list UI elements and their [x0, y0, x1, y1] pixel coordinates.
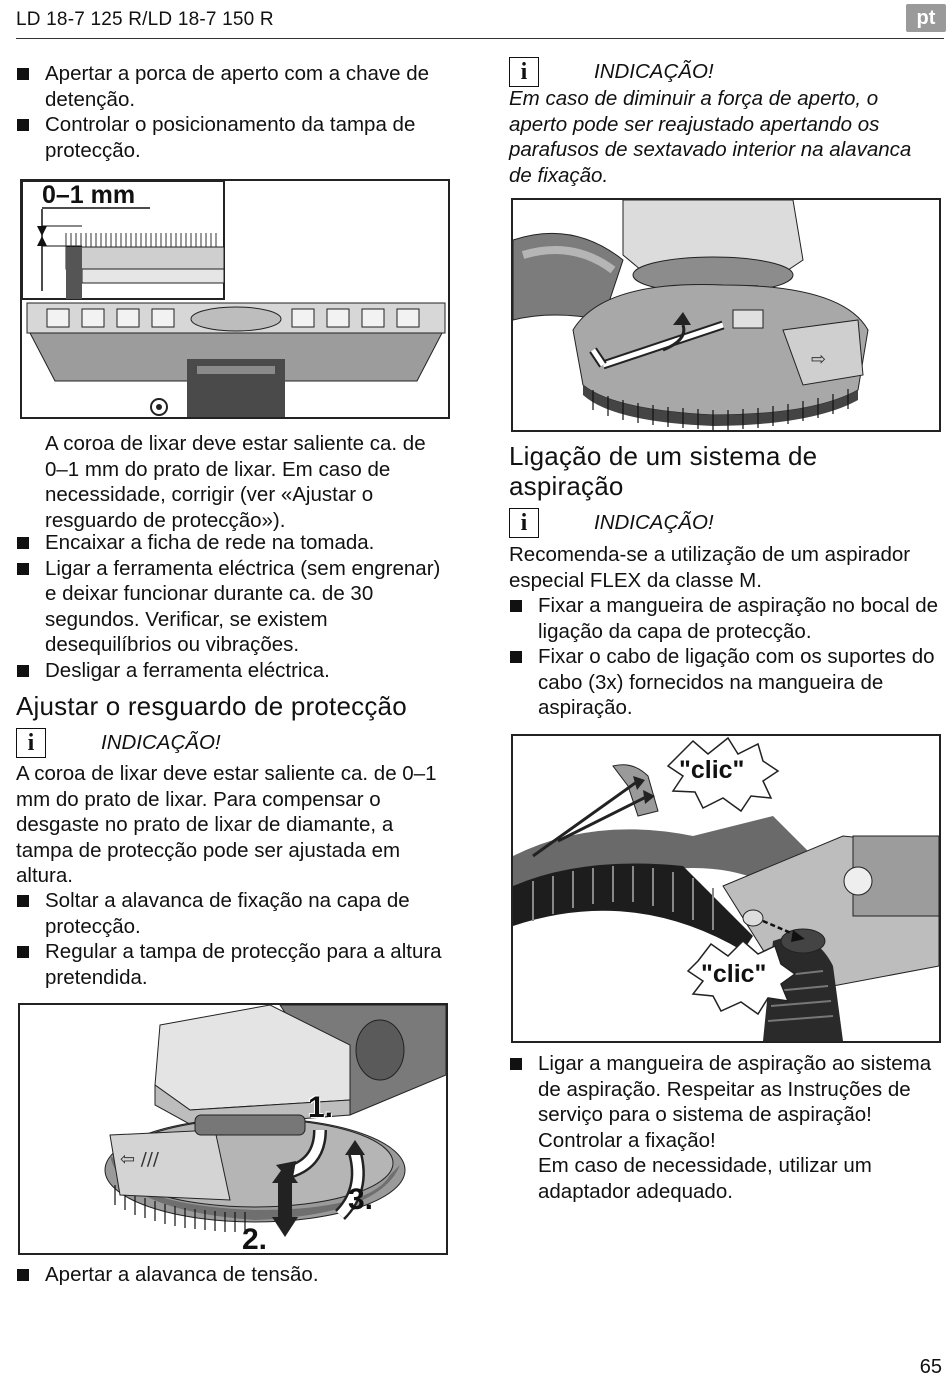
- svg-text:⇨: ⇨: [811, 349, 826, 370]
- info-icon: i: [16, 728, 46, 758]
- note-title: INDICAÇÃO!: [101, 731, 221, 754]
- header-divider: [16, 38, 944, 39]
- document-header-title: LD 18-7 125 R/LD 18-7 150 R: [16, 9, 274, 30]
- list-item: Ligar a ferramenta eléctrica (sem engren…: [16, 556, 448, 658]
- hose-connection-illustration: [513, 736, 939, 1041]
- figure-guard-adjustment: ⇦ /// 1. 2. 3.: [18, 1003, 448, 1255]
- svg-text:⇦ ///: ⇦ ///: [120, 1149, 160, 1170]
- language-badge: pt: [906, 4, 946, 32]
- list-item: Apertar a alavanca de tensão.: [16, 1262, 448, 1288]
- note-header: i INDICAÇÃO!: [16, 728, 221, 758]
- figure-clamping-lever: ⇨: [511, 198, 941, 432]
- list-item: Ligar a mangueira de aspiração ao sistem…: [509, 1051, 945, 1153]
- info-icon: i: [509, 508, 539, 538]
- note-text-right: Em caso de diminuir a força de aperto, o…: [509, 87, 912, 187]
- step-label-3: 3.: [348, 1183, 374, 1216]
- clamping-lever-illustration: ⇨: [513, 200, 869, 430]
- click-label-bottom: "clic": [701, 960, 767, 988]
- clearance-label: 0–1 mm: [42, 181, 136, 209]
- list-item: Regular a tampa de protecção para a altu…: [16, 939, 448, 990]
- click-label-top: "clic": [679, 756, 745, 784]
- section-heading-extraction: Ligação de um sistema de aspiração: [509, 441, 818, 501]
- note-text: A coroa de lixar deve estar saliente ca.…: [16, 762, 437, 887]
- final-left-bullet-list: Apertar a alavanca de tensão.: [16, 1262, 448, 1288]
- list-item: Desligar a ferramenta eléctrica.: [16, 658, 448, 684]
- figure-brush-clearance: 0–1 mm: [20, 179, 450, 419]
- guard-bullet-list: Soltar a alavanca de fixação na capa de …: [16, 888, 448, 990]
- step-label-2: 2.: [242, 1223, 268, 1255]
- step-label-1: 1.: [308, 1091, 334, 1124]
- brush-clearance-illustration: [22, 181, 446, 417]
- extraction-bullet-list: Fixar a mangueira de aspiração no bocal …: [509, 593, 941, 721]
- note-header-right: i INDICAÇÃO!: [509, 57, 714, 87]
- figure-caption: A coroa de lixar deve estar saliente ca.…: [45, 432, 426, 532]
- figure-hose-connection: "clic" "clic": [511, 734, 941, 1043]
- list-item: Soltar a alavanca de fixação na capa de …: [16, 888, 448, 939]
- note-title: INDICAÇÃO!: [594, 60, 714, 83]
- final-right-bullet-list: Ligar a mangueira de aspiração ao sistem…: [509, 1051, 945, 1153]
- adapter-note: Em caso de necessidade, utilizar um adap…: [538, 1154, 872, 1203]
- list-item: Controlar o posicionamento da tampa de p…: [16, 112, 446, 163]
- info-icon: i: [509, 57, 539, 87]
- list-item: Encaixar a ficha de rede na tomada.: [16, 530, 448, 556]
- list-item: Fixar o cabo de ligação com os suportes …: [509, 644, 941, 721]
- list-item: Fixar a mangueira de aspiração no bocal …: [509, 593, 941, 644]
- list-item: Apertar a porca de aperto com a chave de…: [16, 61, 446, 112]
- note-header-right-2: i INDICAÇÃO!: [509, 508, 714, 538]
- intro-bullet-list: Apertar a porca de aperto com a chave de…: [16, 61, 446, 163]
- note-text-right-2: Recomenda-se a utilização de um aspirado…: [509, 543, 911, 592]
- note-title: INDICAÇÃO!: [594, 511, 714, 534]
- startup-bullet-list: Encaixar a ficha de rede na tomada. Liga…: [16, 530, 448, 683]
- page-number: 65: [919, 1356, 942, 1378]
- section-heading-guard: Ajustar o resguardo de protecção: [16, 691, 407, 721]
- guard-adjustment-illustration: ⇦ ///: [104, 1005, 446, 1237]
